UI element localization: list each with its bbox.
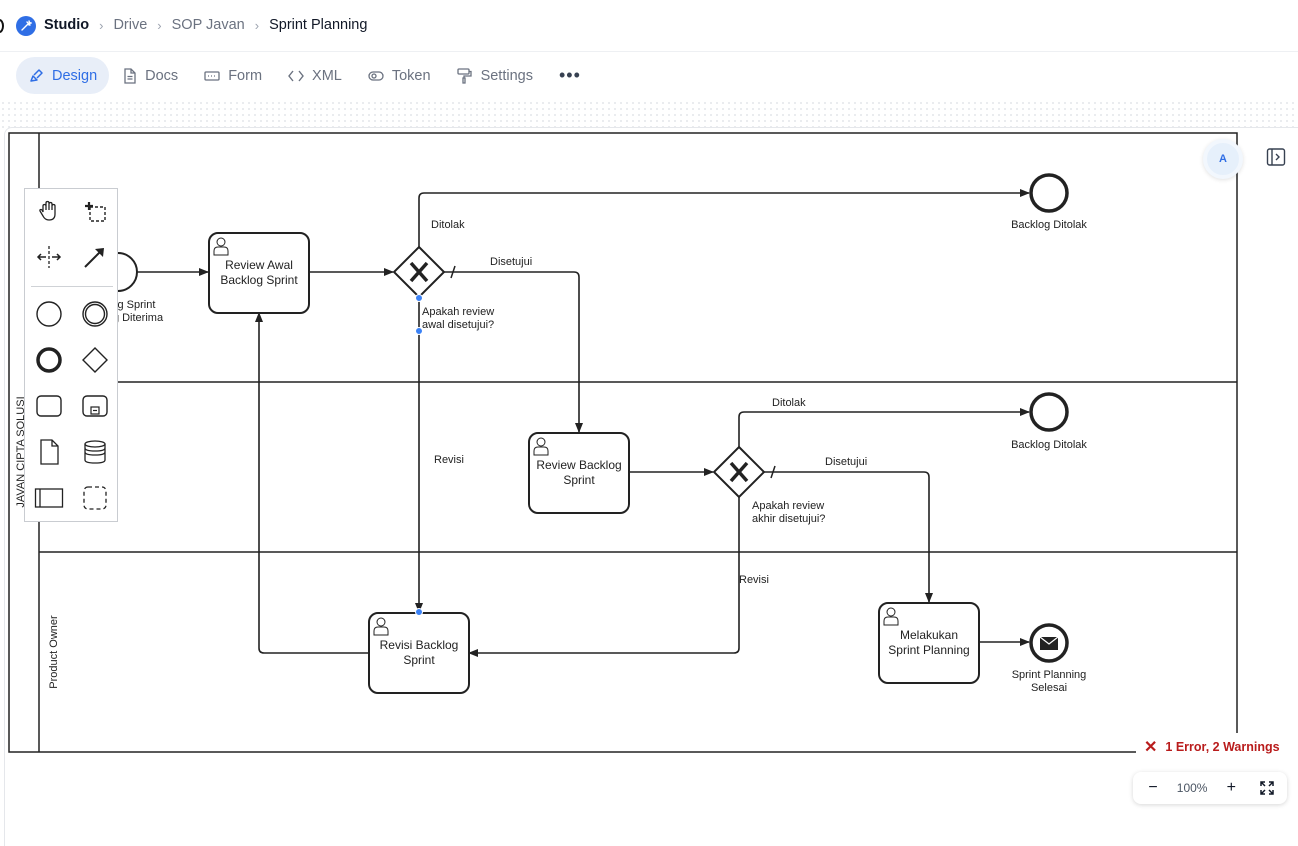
flow-label-disetujui-1: Disetujui (490, 256, 532, 268)
paint-roller-icon (456, 67, 472, 84)
flow-gateway-1-disetujui (444, 271, 583, 433)
subprocess-icon[interactable] (78, 389, 112, 423)
breadcrumb-sprint-planning: Sprint Planning (269, 17, 368, 33)
flow-label-ditolak-2: Ditolak (772, 397, 806, 409)
pool-icon[interactable] (32, 481, 66, 515)
token-icon (368, 70, 384, 81)
message-end-event[interactable] (1029, 623, 1069, 663)
chevron-right-icon: › (254, 17, 260, 33)
fit-viewport-icon[interactable] (1255, 776, 1279, 800)
sequence-flows[interactable] (137, 189, 1030, 657)
zoom-in-button[interactable]: + (1226, 779, 1236, 796)
flow-label-revisi-2: Revisi (739, 574, 769, 586)
user-task-icon (213, 237, 229, 256)
user-task-icon (373, 617, 389, 636)
tab-label: Settings (480, 67, 533, 84)
tab-token[interactable]: Token (356, 57, 443, 94)
exclusive-gateway-2[interactable] (712, 445, 766, 499)
end-event-icon[interactable] (32, 343, 66, 377)
zoom-level: 100% (1176, 781, 1208, 795)
dotted-separator (0, 100, 1298, 128)
lane-label-product-owner: Product Owner (48, 615, 60, 689)
intermediate-event-icon[interactable] (78, 297, 112, 331)
zoom-controls: − 100% + (1133, 772, 1287, 804)
studio-logo-icon[interactable] (16, 16, 36, 36)
zoom-out-button[interactable]: − (1148, 779, 1158, 796)
end-event-2-label: Backlog Ditolak (1011, 439, 1087, 451)
data-store-icon[interactable] (78, 435, 112, 469)
flow-gateway-2-revisi (468, 497, 740, 657)
tab-label: Design (52, 67, 98, 84)
start-event-label: g Sprint g Diterima (113, 299, 164, 324)
tab-form[interactable]: Form (192, 57, 274, 94)
tab-design[interactable]: Design (16, 57, 110, 94)
brush-icon (30, 68, 43, 82)
tab-label: Form (228, 67, 263, 84)
breadcrumb: Studio › Drive › SOP Javan › Sprint Plan… (44, 17, 367, 33)
flow-revisi-to-review-awal (255, 312, 369, 654)
tab-label: Token (391, 67, 431, 84)
tab-label: Docs (145, 67, 179, 84)
lint-status-text: 1 Error, 2 Warnings (1165, 740, 1280, 754)
top-bar: Studio › Drive › SOP Javan › Sprint Plan… (0, 0, 1298, 52)
end-event-backlog-ditolak-2[interactable] (1029, 392, 1069, 432)
flow-label-disetujui-2: Disetujui (825, 456, 867, 468)
selection-handles[interactable] (415, 294, 423, 616)
properties-panel-toggle-icon[interactable] (1265, 146, 1287, 168)
breadcrumb-studio[interactable]: Studio (44, 17, 90, 33)
default-flow-markers (450, 265, 776, 479)
tab-xml[interactable]: XML (276, 57, 354, 94)
code-icon (288, 70, 304, 81)
chevron-right-icon: › (99, 17, 104, 33)
task-icon[interactable] (32, 389, 66, 423)
document-icon (124, 67, 136, 84)
tab-label: XML (312, 67, 342, 84)
form-icon (204, 70, 220, 81)
start-event-icon[interactable] (32, 297, 66, 331)
tab-docs[interactable]: Docs (111, 57, 190, 94)
flow-gateway-2-ditolak (738, 408, 1030, 447)
flow-gateway-1-ditolak (418, 189, 1030, 247)
hand-tool-icon[interactable] (32, 194, 66, 228)
more-options-button[interactable]: ••• (558, 65, 581, 85)
palette-divider (31, 286, 113, 287)
end-event-backlog-ditolak-1[interactable] (1029, 173, 1069, 213)
flow-label-revisi-1: Revisi (434, 454, 464, 466)
user-task-icon (533, 437, 549, 456)
flow-gateway-2-disetujui (764, 471, 933, 603)
connect-tool-icon[interactable] (78, 240, 112, 274)
gateway-icon[interactable] (78, 343, 112, 377)
error-icon: ✕ (1144, 739, 1158, 756)
user-task-icon (883, 607, 899, 626)
exclusive-gateway-1[interactable] (392, 245, 446, 299)
editor-tabs: Design Docs Form XML Token Settings ••• (16, 57, 595, 94)
data-object-icon[interactable] (32, 435, 66, 469)
chevron-right-icon: › (157, 17, 162, 33)
tool-palette (24, 188, 118, 522)
lasso-tool-icon[interactable] (78, 194, 112, 228)
collaborator-avatar[interactable]: A (1203, 139, 1243, 179)
breadcrumb-sop-javan[interactable]: SOP Javan (171, 17, 245, 33)
tab-settings[interactable]: Settings (445, 57, 545, 94)
end-event-1-label: Backlog Ditolak (1011, 219, 1087, 231)
space-tool-icon[interactable] (32, 240, 66, 274)
group-icon[interactable] (78, 481, 112, 515)
lint-status-button[interactable]: ✕ 1 Error, 2 Warnings (1136, 733, 1288, 761)
breadcrumb-drive[interactable]: Drive (113, 17, 148, 33)
flow-label-ditolak-1: Ditolak (431, 219, 465, 231)
